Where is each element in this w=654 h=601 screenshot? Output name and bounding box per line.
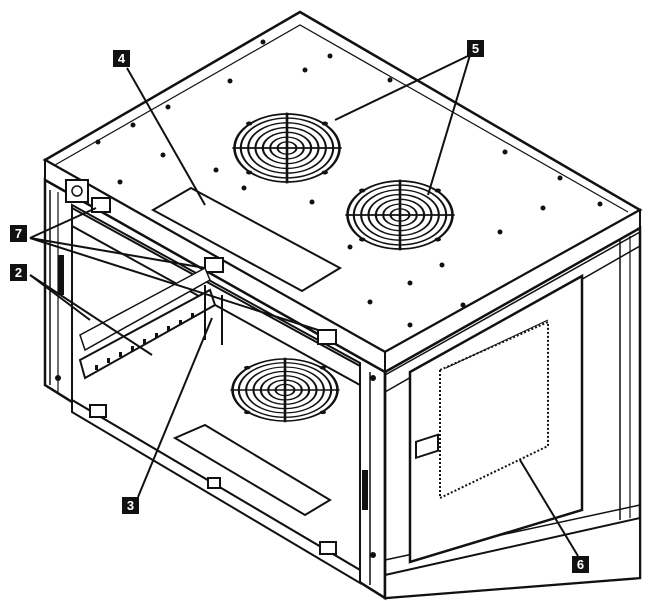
- rail-bracket-3: [317, 329, 337, 345]
- mounting-rail: [78, 288, 217, 380]
- rail-bracket-2: [204, 257, 224, 273]
- callout-3: 3: [122, 497, 139, 514]
- top-screws: [95, 39, 603, 328]
- top-label-plate: [150, 186, 343, 293]
- callout-5: 5: [467, 40, 484, 57]
- front-frame-outer: [43, 177, 387, 601]
- callout-2: 2: [10, 264, 27, 281]
- callout-7: 7: [10, 225, 27, 242]
- leader-lines: [29, 54, 579, 557]
- door-handle: [415, 433, 439, 460]
- door-window: [439, 320, 549, 500]
- callout-4: 4: [113, 50, 130, 67]
- bottom-fan: [229, 356, 341, 424]
- bottom-rail: [71, 398, 361, 585]
- top-fan-left: [231, 111, 343, 185]
- top-fan-right: [344, 178, 456, 252]
- rail-bracket-1: [91, 197, 111, 213]
- callout-6: 6: [572, 556, 589, 573]
- floor-plate: [172, 423, 332, 517]
